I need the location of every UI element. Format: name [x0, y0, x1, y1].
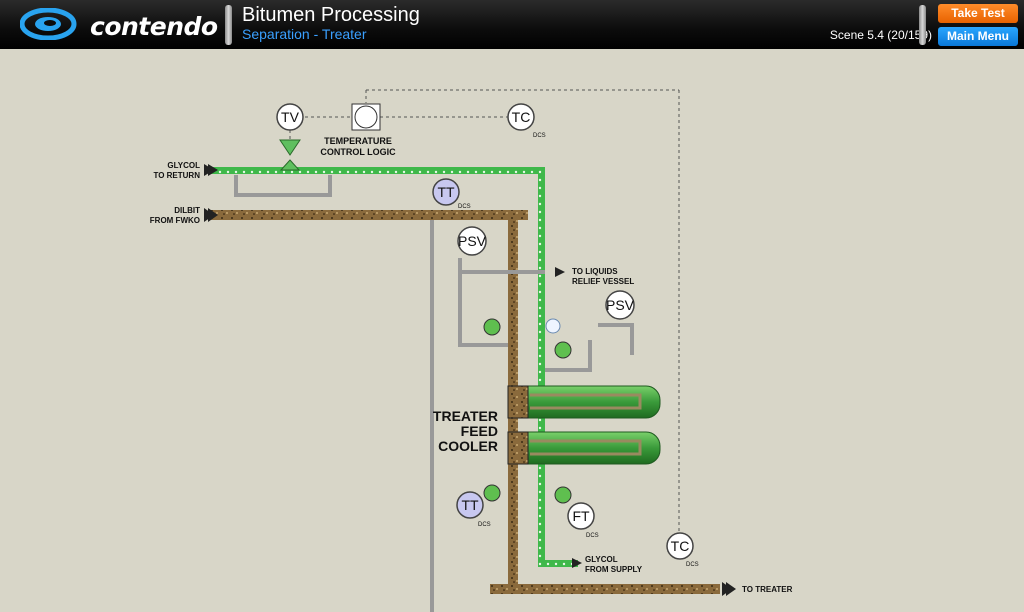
ft-instrument[interactable]: FT DCS	[567, 502, 599, 539]
tc-bottom-label: TC	[671, 538, 690, 554]
control-valve[interactable]	[279, 139, 301, 171]
temp-logic-label-1: TEMPERATURE	[324, 136, 392, 146]
psv-1-label: PSV	[458, 233, 487, 249]
tt-bottom-label: TT	[461, 497, 479, 513]
temp-logic-label-2: CONTROL LOGIC	[320, 147, 396, 157]
temperature-control-logic[interactable]	[351, 103, 381, 131]
tt-top-dcs: DCS	[458, 204, 471, 210]
glycol-return-label-1: GLYCOL	[167, 161, 200, 170]
ft-label: FT	[572, 508, 590, 524]
heat-exchanger-2	[507, 431, 661, 465]
top-bar: contendo Bitumen Processing Separation -…	[0, 0, 1024, 49]
treater-label-3: COOLER	[438, 438, 498, 454]
diagram-labels: GLYCOL TO RETURN DILBIT FROM FWKO TEMPER…	[150, 136, 793, 594]
heat-exchanger-1	[507, 385, 661, 419]
treater-label-1: TREATER	[433, 408, 498, 424]
title-divider	[225, 5, 232, 45]
dilbit-label-2: FROM FWKO	[150, 216, 200, 225]
tc-top-dcs: DCS	[533, 133, 546, 139]
psv-2-label: PSV	[606, 297, 635, 313]
tc-instrument-bottom[interactable]: TC DCS	[666, 532, 699, 568]
tv-instrument[interactable]: TV	[276, 103, 304, 131]
tt-top-label: TT	[437, 184, 455, 200]
contendo-logo: contendo	[19, 7, 218, 41]
glycol-supply-label-2: FROM SUPPLY	[585, 565, 643, 574]
tt-instrument-top[interactable]: TT DCS	[432, 178, 471, 210]
main-menu-button[interactable]: Main Menu	[938, 27, 1018, 46]
flow-arrows	[204, 164, 736, 596]
tv-label: TV	[281, 109, 300, 125]
glycol-return-label-2: TO RETURN	[153, 171, 200, 180]
psv-instrument-2[interactable]: PSV	[605, 290, 635, 320]
to-treater-label: TO TREATER	[742, 585, 793, 594]
logo-swirl-icon	[19, 7, 77, 41]
glycol-lines	[210, 167, 578, 567]
tc-bottom-dcs: DCS	[686, 562, 699, 568]
process-diagram: TV TC DCS TT DCS PSV PSV TT DCS FT DCS T…	[150, 89, 793, 612]
control-signal-lines	[289, 89, 680, 532]
relief-piping	[234, 175, 634, 612]
ft-dcs: DCS	[586, 533, 599, 539]
tt-bottom-dcs: DCS	[478, 522, 491, 528]
page-title: Bitumen Processing	[242, 4, 420, 26]
button-divider	[919, 5, 926, 45]
scene-counter: Scene 5.4 (20/159)	[829, 28, 932, 42]
dilbit-label-1: DILBIT	[174, 206, 200, 215]
page-subtitle: Separation - Treater	[242, 26, 367, 42]
tc-top-label: TC	[512, 109, 531, 125]
take-test-button[interactable]: Take Test	[938, 4, 1018, 23]
liquids-label-2: RELIEF VESSEL	[572, 277, 634, 286]
psv-instrument-1[interactable]: PSV	[457, 226, 487, 256]
status-gauges	[483, 318, 572, 504]
liquids-label-1: TO LIQUIDS	[572, 267, 618, 276]
logo-text: contendo	[90, 12, 218, 41]
tc-instrument-top[interactable]: TC DCS	[507, 103, 546, 139]
treater-label-2: FEED	[461, 423, 498, 439]
glycol-supply-label-1: GLYCOL	[585, 555, 618, 564]
tt-instrument-bottom[interactable]: TT DCS	[456, 491, 491, 528]
